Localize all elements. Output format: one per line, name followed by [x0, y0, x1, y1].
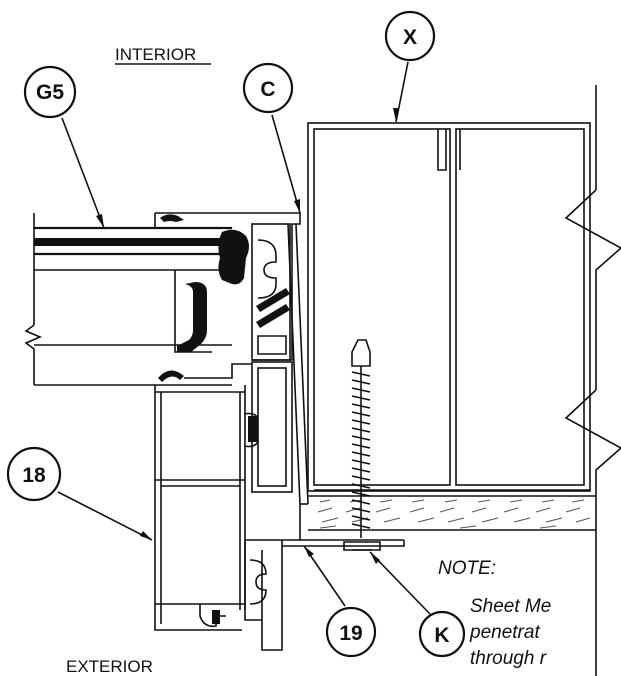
fastener-screw-k	[343, 339, 381, 551]
callout-c: C	[242, 62, 294, 114]
steel-stud-x	[307, 85, 621, 676]
svg-text:K: K	[434, 624, 449, 647]
svg-text:C: C	[260, 78, 275, 101]
note-line-1: Sheet Me	[470, 596, 551, 617]
svg-text:19: 19	[339, 622, 362, 645]
callout-g5: G5	[23, 65, 77, 119]
note-line-3: through r	[470, 648, 547, 669]
interior-label: INTERIOR	[115, 45, 196, 64]
leader-lines	[57, 61, 431, 615]
glass-unit-g5	[24, 213, 232, 386]
exterior-label: EXTERIOR	[66, 657, 153, 676]
sill-profile-19	[244, 504, 405, 651]
svg-text:G5: G5	[36, 81, 64, 104]
mullion-profile	[154, 212, 309, 505]
svg-text:X: X	[403, 26, 417, 49]
callout-19: 19	[325, 606, 377, 658]
callout-x: X	[384, 10, 436, 62]
frame-member-18	[154, 363, 252, 631]
svg-text:18: 18	[22, 464, 46, 487]
callout-k: K	[418, 610, 466, 658]
note-line-2: penetrat	[469, 622, 540, 643]
callout-18: 18	[6, 446, 62, 502]
note-heading: NOTE:	[438, 558, 496, 579]
hatched-substrate	[308, 495, 596, 531]
